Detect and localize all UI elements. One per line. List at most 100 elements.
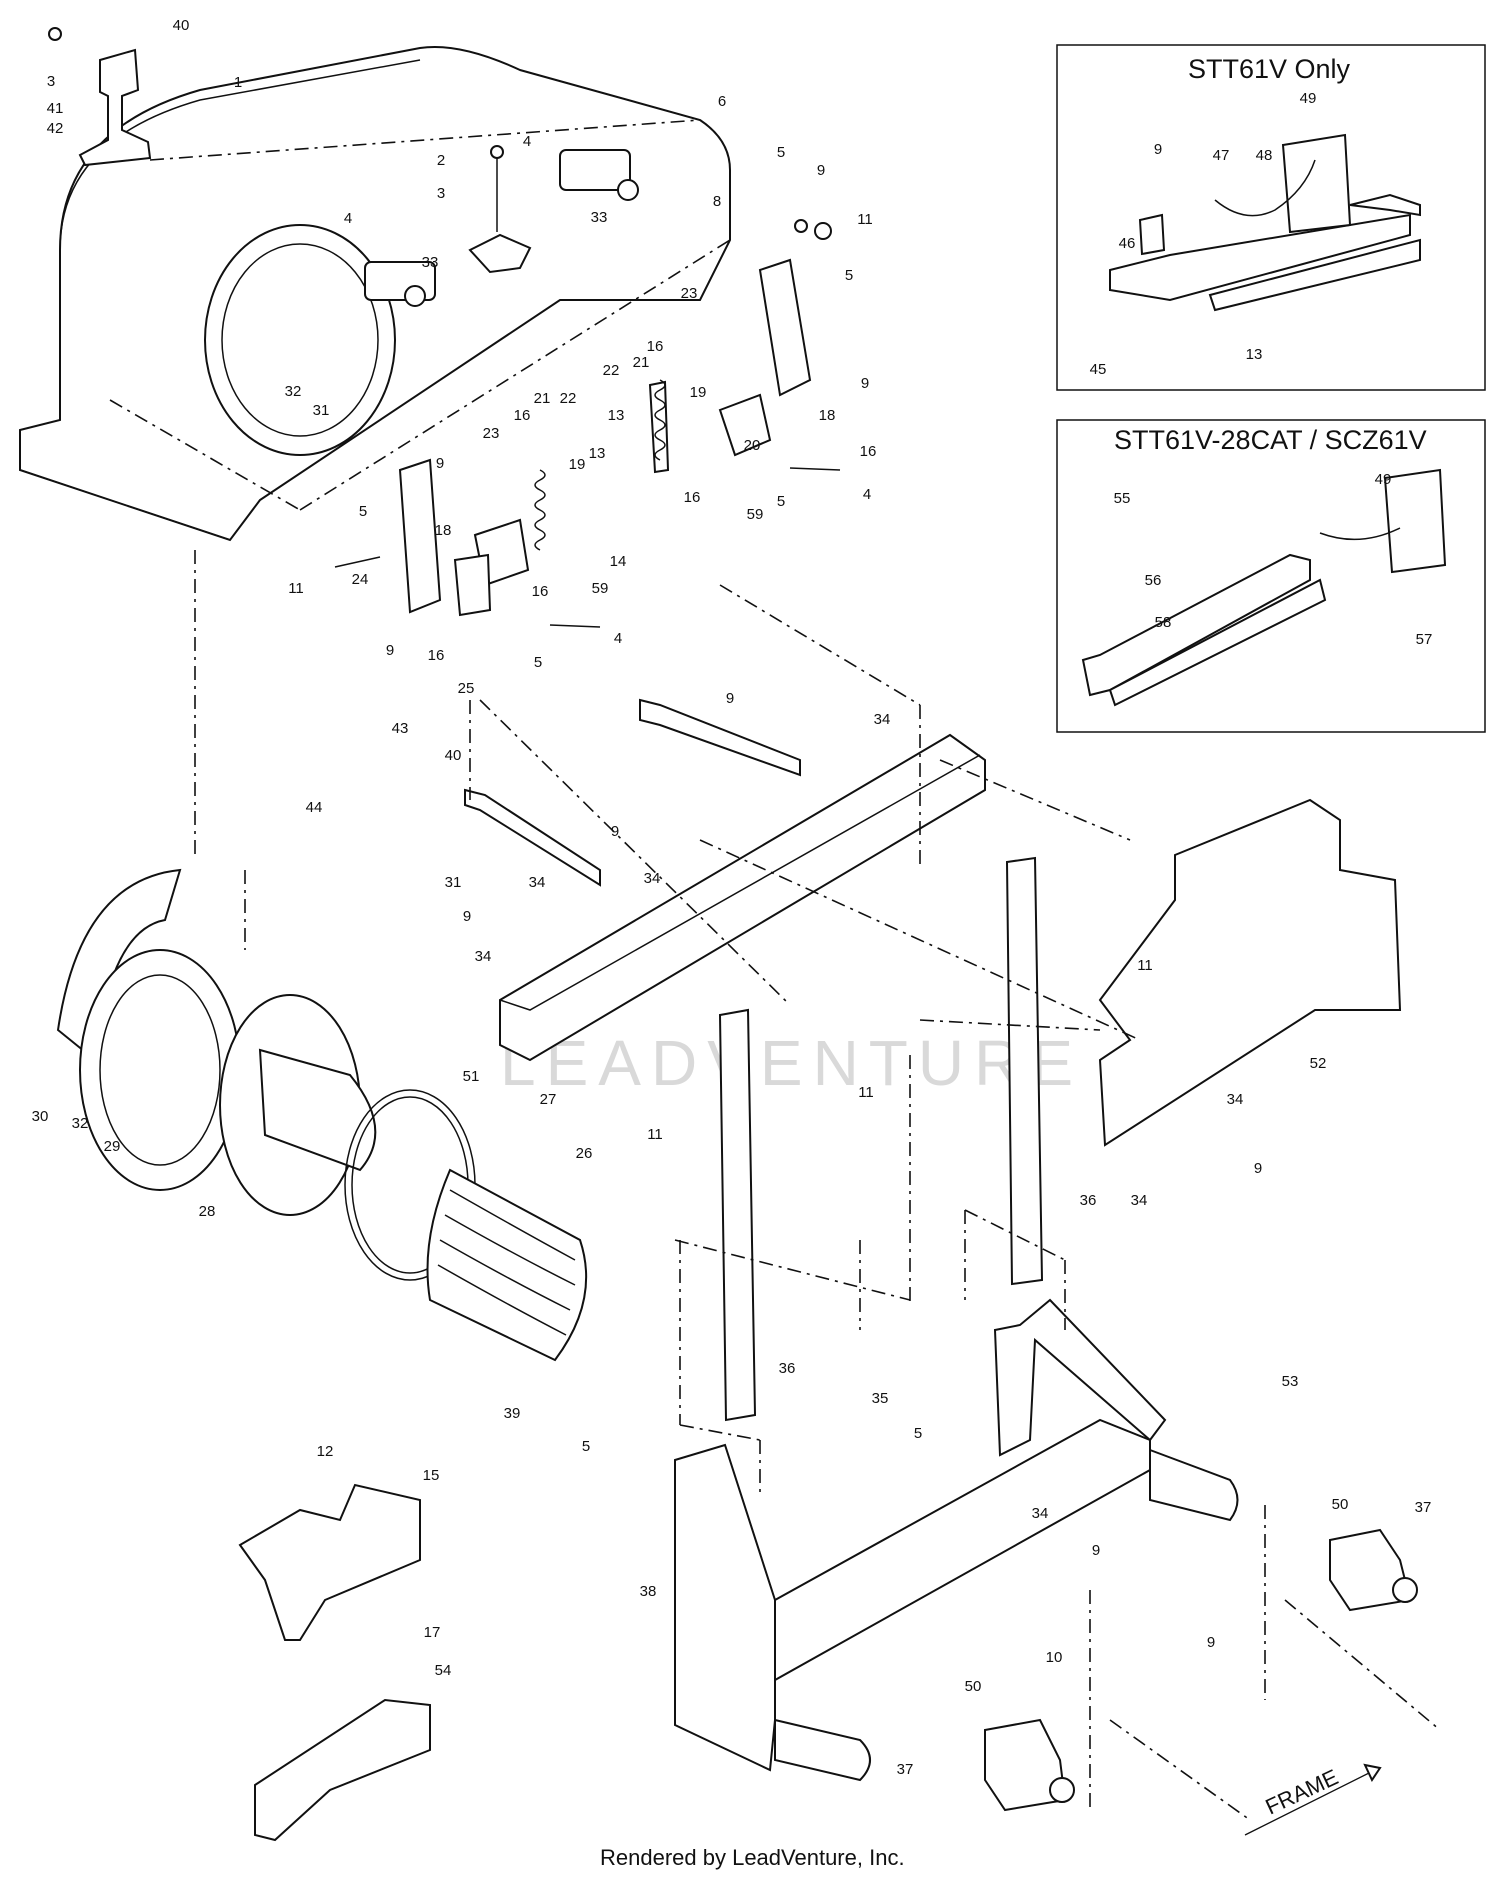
callout-9: 9: [1154, 141, 1162, 158]
callout-35: 35: [872, 1390, 889, 1407]
spout-hose: [426, 1168, 588, 1362]
callout-10: 10: [1046, 1649, 1063, 1666]
callout-13: 13: [608, 407, 625, 424]
callout-49: 49: [1375, 471, 1392, 488]
callout-9: 9: [463, 908, 471, 925]
callout-4: 4: [863, 486, 871, 503]
callout-4: 4: [523, 133, 531, 150]
callout-57: 57: [1416, 631, 1433, 648]
inset-title: STT61V-28CAT / SCZ61V: [1114, 425, 1427, 455]
callout-11: 11: [288, 580, 304, 597]
callout-11: 11: [1137, 957, 1153, 974]
upright-right: [1005, 856, 1044, 1286]
callout-53: 53: [1282, 1373, 1299, 1390]
callout-29: 29: [104, 1138, 121, 1155]
callout-9: 9: [861, 375, 869, 392]
callout-13: 13: [589, 445, 606, 462]
callout-45: 45: [1090, 361, 1107, 378]
callout-3: 3: [437, 185, 445, 202]
callout-8: 8: [713, 193, 721, 210]
callout-23: 23: [483, 425, 500, 442]
footer-credit: Rendered by LeadVenture, Inc.: [600, 1845, 905, 1870]
callout-9: 9: [386, 642, 394, 659]
callout-34: 34: [1032, 1505, 1049, 1522]
callout-43: 43: [392, 720, 409, 737]
callout-34: 34: [874, 711, 891, 728]
callout-55: 55: [1114, 490, 1131, 507]
hood-bolt-lower: [364, 261, 436, 307]
callout-15: 15: [423, 1467, 440, 1484]
callout-13: 13: [1246, 346, 1263, 363]
callout-19: 19: [690, 384, 707, 401]
spring-left: [534, 469, 546, 551]
spout-adapter: [219, 994, 377, 1216]
callout-11: 11: [858, 1084, 874, 1101]
callout-16: 16: [684, 489, 701, 506]
callout-26: 26: [576, 1145, 593, 1162]
callout-5: 5: [582, 1438, 590, 1455]
callout-4: 4: [614, 630, 622, 647]
callout-56: 56: [1145, 572, 1162, 589]
callout-16: 16: [860, 443, 877, 460]
callout-37: 37: [1415, 1499, 1432, 1516]
callout-46: 46: [1119, 235, 1136, 252]
callout-18: 18: [819, 407, 836, 424]
callout-40: 40: [445, 747, 462, 764]
callout-16: 16: [532, 583, 549, 600]
callout-54: 54: [435, 1662, 452, 1679]
crossbar: [464, 698, 986, 1062]
callout-51: 51: [463, 1068, 480, 1085]
spout-cone: [56, 868, 241, 1191]
callout-21: 21: [534, 390, 551, 407]
callout-48: 48: [1256, 147, 1273, 164]
callout-58: 58: [1155, 614, 1172, 631]
callout-5: 5: [914, 1425, 922, 1442]
callout-1: 1: [234, 74, 242, 91]
callout-34: 34: [475, 948, 492, 965]
callout-24: 24: [352, 571, 369, 588]
callout-37: 37: [897, 1761, 914, 1778]
inset-title: STT61V Only: [1188, 54, 1351, 84]
callout-59: 59: [592, 580, 609, 597]
callout-41: 41: [47, 100, 64, 117]
side-panel: [1098, 798, 1402, 1147]
frame-label: FRAME: [1262, 1764, 1342, 1819]
callout-16: 16: [428, 647, 445, 664]
callout-27: 27: [540, 1091, 557, 1108]
callout-5: 5: [359, 503, 367, 520]
bearing-upper: [1329, 1528, 1418, 1612]
callout-32: 32: [72, 1115, 89, 1132]
callout-38: 38: [640, 1583, 657, 1600]
callout-9: 9: [1207, 1634, 1215, 1651]
callout-34: 34: [529, 874, 546, 891]
callout-11: 11: [857, 211, 873, 228]
callout-9: 9: [436, 455, 444, 472]
callout-33: 33: [591, 209, 608, 226]
callout-9: 9: [611, 823, 619, 840]
callout-52: 52: [1310, 1055, 1327, 1072]
callout-20: 20: [744, 437, 761, 454]
watermark: LEADVENTURE: [500, 1027, 1083, 1099]
bracket-15: [238, 1483, 421, 1641]
callout-9: 9: [1092, 1542, 1100, 1559]
callout-22: 22: [560, 390, 577, 407]
inset-stt61v-28cat-scz61v: STT61V-28CAT / SCZ61V: [1056, 419, 1486, 733]
callout-25: 25: [458, 680, 475, 697]
hood-bolt-upper: [559, 149, 639, 201]
callout-59: 59: [747, 506, 764, 523]
callout-31: 31: [445, 874, 462, 891]
callout-21: 21: [633, 354, 650, 371]
right-hinge-bracket: [648, 219, 832, 474]
callout-44: 44: [306, 799, 323, 816]
spring-right: [654, 379, 666, 461]
callout-36: 36: [1080, 1192, 1097, 1209]
hinge-bolts: [334, 467, 841, 628]
callout-47: 47: [1213, 147, 1230, 164]
callout-34: 34: [1227, 1091, 1244, 1108]
callout-5: 5: [534, 654, 542, 671]
callout-12: 12: [317, 1443, 334, 1460]
callout-34: 34: [644, 870, 661, 887]
callout-2: 2: [437, 152, 445, 169]
callout-50: 50: [965, 1678, 982, 1695]
